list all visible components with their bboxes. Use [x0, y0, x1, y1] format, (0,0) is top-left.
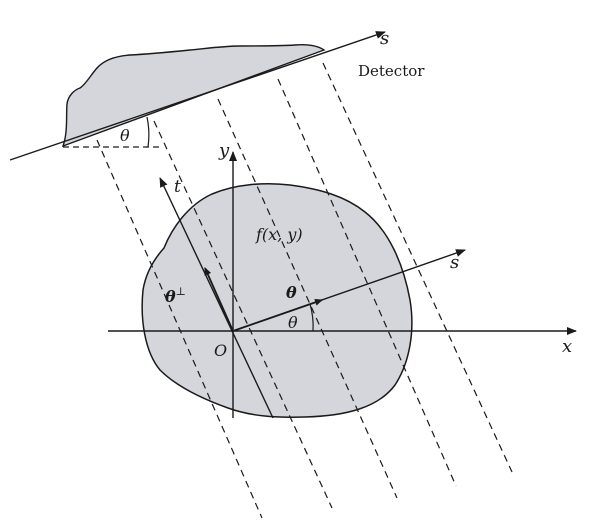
t-axis — [159, 177, 274, 419]
projection-profile — [61, 44, 326, 148]
t-axis-label: t — [174, 177, 181, 197]
theta-perp-main: θ — [165, 287, 176, 306]
x-axis-label: x — [562, 336, 572, 357]
ray-2 — [153, 120, 333, 509]
detector-line — [9, 31, 386, 161]
ray-3 — [217, 98, 398, 499]
ray-4 — [277, 78, 457, 487]
theta-vector-label: θ — [286, 283, 297, 302]
projection-rays — [96, 62, 513, 519]
origin-label: O — [214, 341, 227, 360]
theta-angle-label: θ — [288, 313, 298, 332]
theta-vector-arrow — [232, 298, 323, 332]
theta-perp-sup: ⊥ — [176, 285, 186, 298]
object-region — [141, 183, 413, 418]
y-axis-label: y — [218, 140, 230, 161]
theta-perp-vector-arrow — [204, 267, 234, 332]
ray-1 — [96, 139, 263, 519]
theta-detector-label: θ — [120, 126, 130, 145]
ray-5 — [322, 62, 513, 473]
s-axis-label: s — [450, 252, 459, 273]
origin-angle-arc — [309, 303, 314, 332]
detector-label: Detector — [358, 62, 425, 80]
detector-angle-arc — [146, 116, 150, 148]
s-top-label: s — [380, 28, 389, 49]
theta-perp-label: θ⊥ — [165, 285, 186, 306]
function-label: f(x, y) — [255, 225, 303, 244]
